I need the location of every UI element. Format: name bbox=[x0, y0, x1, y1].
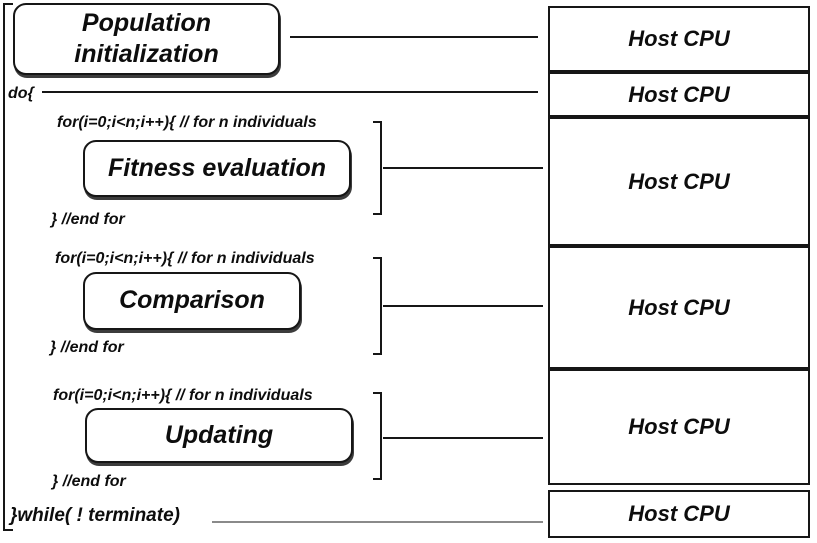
host-cpu-box-2: Host CPU bbox=[548, 72, 810, 117]
host-cpu-box-5: Host CPU bbox=[548, 369, 810, 485]
do-open-label: do{ bbox=[8, 85, 34, 102]
connector-do-to-host bbox=[42, 91, 538, 93]
host-cpu-box-3: Host CPU bbox=[548, 117, 810, 246]
host-cpu-box-4: Host CPU bbox=[548, 246, 810, 369]
do-while-outer-bracket bbox=[3, 3, 13, 531]
comparison-box: Comparison bbox=[83, 272, 301, 330]
loop1-bracket bbox=[373, 121, 382, 215]
loop3-bracket bbox=[373, 392, 382, 480]
loop1-end-line: } //end for bbox=[51, 211, 125, 228]
loop1-for-line: for(i=0;i<n;i++){ // for n individuals bbox=[57, 114, 317, 131]
host-cpu-box-1: Host CPU bbox=[548, 6, 810, 72]
loop2-bracket bbox=[373, 257, 382, 355]
connector-comparison-to-host bbox=[383, 305, 543, 307]
host-cpu-box-6: Host CPU bbox=[548, 490, 810, 538]
while-close-label: }while( ! terminate) bbox=[10, 505, 180, 526]
loop2-for-line: for(i=0;i<n;i++){ // for n individuals bbox=[55, 250, 315, 267]
updating-box: Updating bbox=[85, 408, 353, 463]
loop2-end-line: } //end for bbox=[50, 339, 124, 356]
loop3-for-line: for(i=0;i<n;i++){ // for n individuals bbox=[53, 387, 313, 404]
connector-fitness-to-host bbox=[383, 167, 543, 169]
fitness-evaluation-box: Fitness evaluation bbox=[83, 140, 351, 197]
connector-init-to-host bbox=[290, 36, 538, 38]
connector-while-to-host bbox=[212, 521, 543, 523]
connector-updating-to-host bbox=[383, 437, 543, 439]
population-initialization-box: Population initialization bbox=[13, 3, 280, 75]
loop3-end-line: } //end for bbox=[52, 473, 126, 490]
